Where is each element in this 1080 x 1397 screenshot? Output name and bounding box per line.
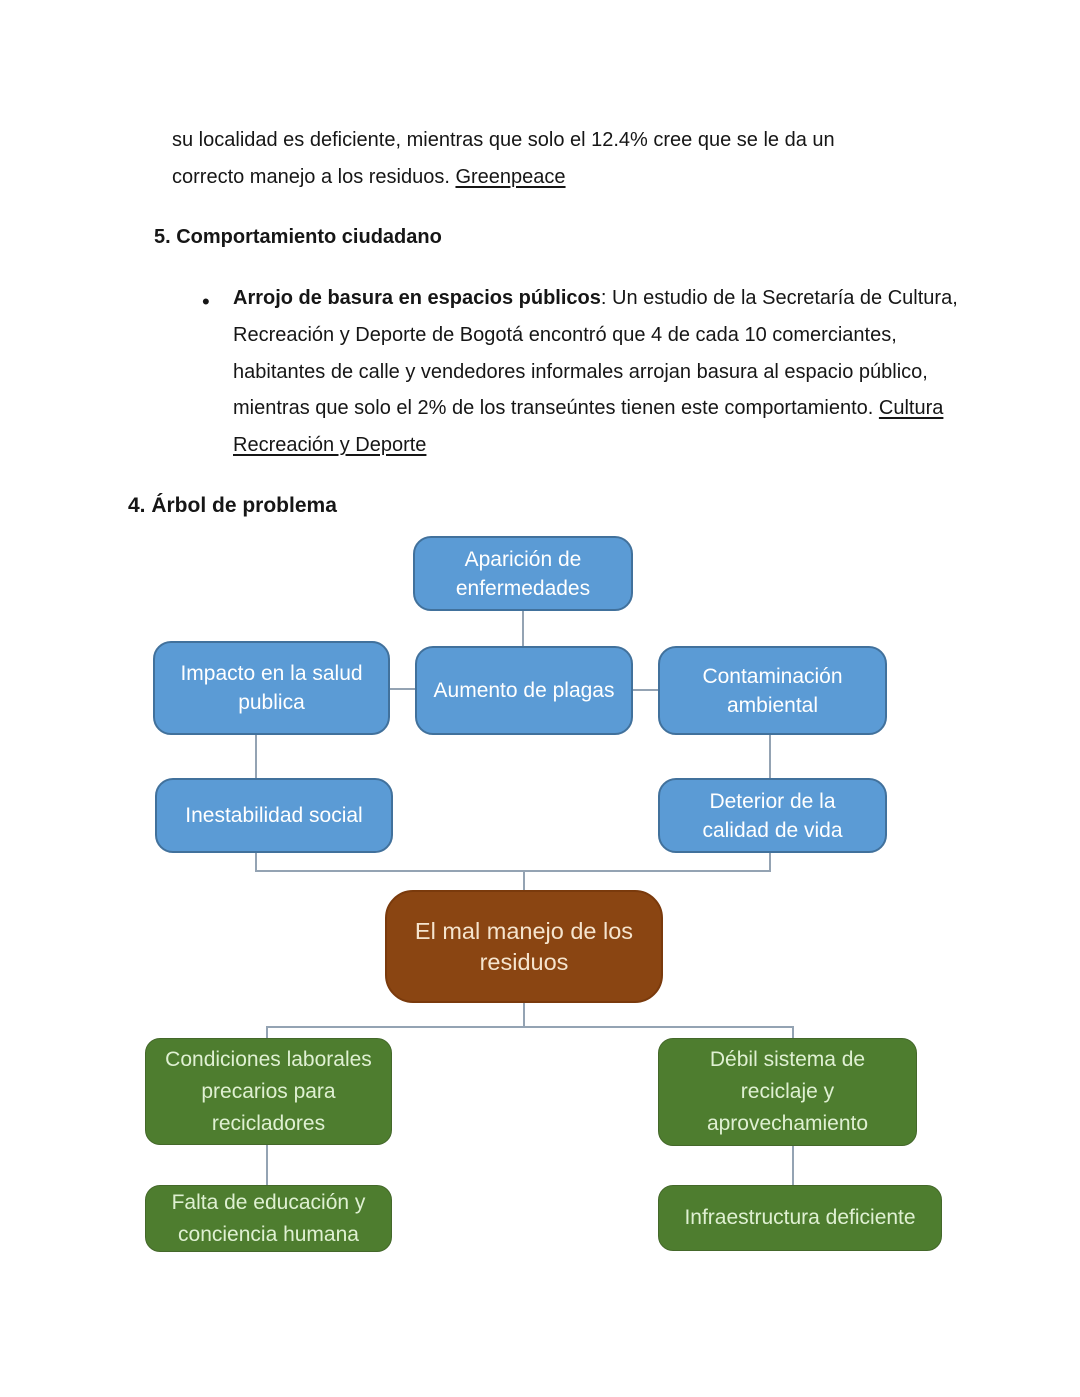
- diagram-node-aumento-de-plagas: Aumento de plagas: [415, 646, 633, 735]
- diagram-node-deterioro-calidad-vida: Deterior de la calidad de vida: [658, 778, 887, 853]
- diagram-node-falta-educacion: Falta de educación y conciencia humana: [145, 1185, 392, 1252]
- connector-line: [523, 1003, 525, 1027]
- connector-line: [792, 1146, 794, 1185]
- diagram-node-contaminacion-ambiental: Contaminación ambiental: [658, 646, 887, 735]
- connector-line: [769, 735, 771, 778]
- paragraph-line: mientras que solo el 2% de los transeúnt…: [233, 390, 958, 427]
- connector-line: [769, 853, 771, 871]
- connector-line: [390, 688, 415, 690]
- intro-paragraph: su localidad es deficiente, mientras que…: [172, 122, 835, 196]
- bullet-lead-bold: Arrojo de basura en espacios públicos: [233, 287, 601, 309]
- bullet-paragraph: Arrojo de basura en espacios públicos: U…: [233, 280, 958, 464]
- diagram-node-debil-sistema-reciclaje: Débil sistema de reciclaje y aprovechami…: [658, 1038, 917, 1146]
- paragraph-line: correcto manejo a los residuos. Greenpea…: [172, 159, 835, 196]
- bullet-marker: •: [202, 289, 210, 314]
- connector-line: [255, 735, 257, 778]
- connector-line: [266, 1026, 794, 1028]
- diagram-node-aparicion-enfermedades: Aparición de enfermedades: [413, 536, 633, 611]
- connector-line: [266, 1027, 268, 1038]
- diagram-node-infraestructura-deficiente: Infraestructura deficiente: [658, 1185, 942, 1251]
- connector-line: [633, 689, 658, 691]
- paragraph-text: correcto manejo a los residuos.: [172, 165, 456, 188]
- heading-comportamiento-ciudadano: 5. Comportamiento ciudadano: [154, 226, 442, 248]
- cultura-link[interactable]: Cultura: [878, 397, 944, 420]
- heading-arbol-de-problema: 4. Árbol de problema: [128, 494, 337, 517]
- diagram-node-inestabilidad-social: Inestabilidad social: [155, 778, 393, 853]
- paragraph-text: mientras que solo el 2% de los transeúnt…: [233, 397, 879, 420]
- paragraph-text: su localidad es deficiente, mientras que…: [172, 129, 835, 151]
- paragraph-line: Recreación y Deporte de Bogotá encontró …: [233, 323, 897, 346]
- diagram-node-condiciones-laborales: Condiciones laborales precarios para rec…: [145, 1038, 392, 1145]
- paragraph-line: Arrojo de basura en espacios públicos: U…: [233, 280, 958, 317]
- paragraph-text: : Un estudio de la Secretaría de Cultura…: [600, 287, 958, 309]
- paragraph-line: su localidad es deficiente, mientras que…: [172, 122, 835, 159]
- connector-line: [255, 870, 771, 872]
- diagram-node-impacto-salud-publica: Impacto en la salud publica: [153, 641, 390, 735]
- paragraph-line: Recreación y Deporte: [233, 427, 958, 464]
- connector-line: [255, 853, 257, 871]
- connector-line: [266, 1145, 268, 1185]
- paragraph-line: habitantes de calle y vendedores informa…: [233, 360, 928, 383]
- cultura-link[interactable]: Recreación y Deporte: [233, 434, 427, 456]
- diagram-node-problema-central: El mal manejo de los residuos: [385, 890, 663, 1003]
- connector-line: [523, 871, 525, 890]
- problem-tree-diagram[interactable]: Aparición de enfermedades Impacto en la …: [120, 525, 960, 1265]
- connector-line: [792, 1027, 794, 1038]
- greenpeace-link[interactable]: Greenpeace: [455, 165, 566, 188]
- connector-line: [522, 611, 524, 646]
